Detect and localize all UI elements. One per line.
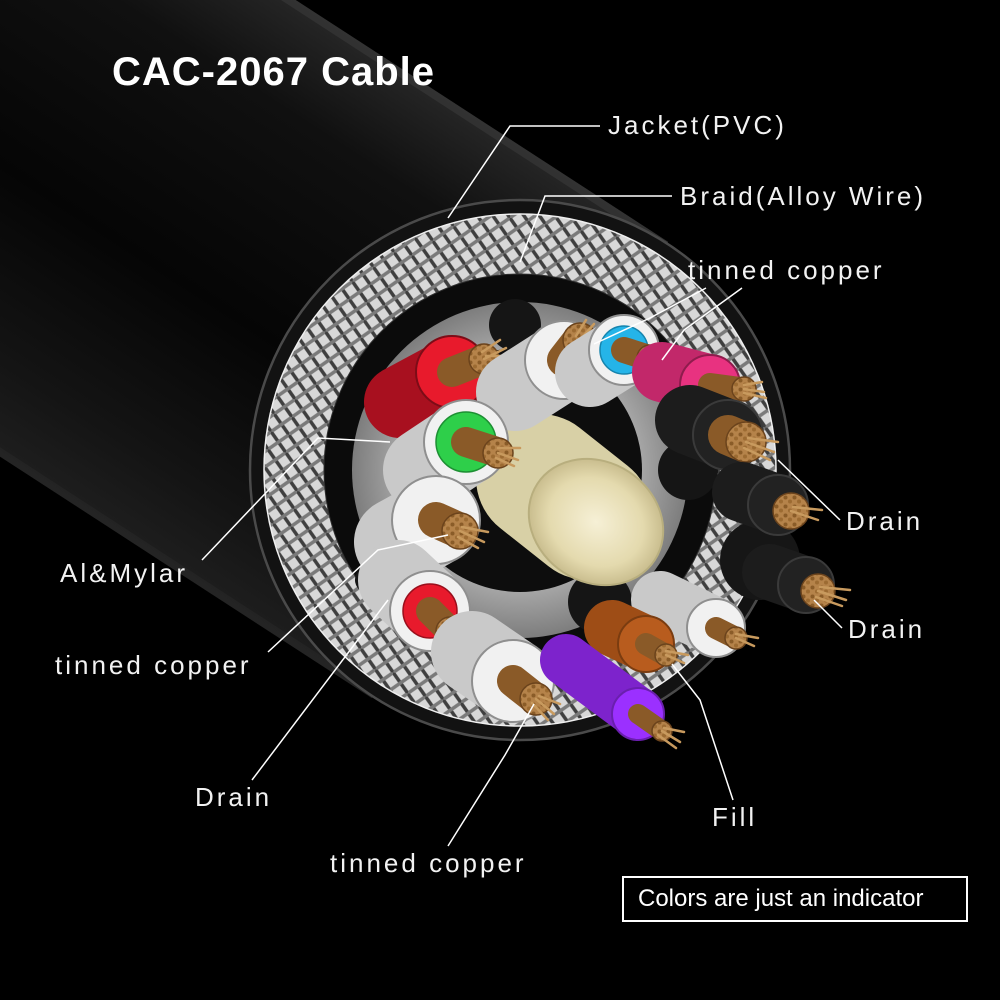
leader-drain-bottom-left	[251, 599, 389, 781]
wire-drain-right-mid	[712, 462, 824, 536]
wire-drain-right-bottom	[742, 544, 852, 614]
leader-tinned-left	[267, 534, 449, 653]
label-jacket: Jacket(PVC)	[608, 110, 787, 140]
label-fill: Fill	[712, 802, 758, 832]
colors-note-text: Colors are just an indicator	[638, 885, 924, 912]
wire-white-mid-left	[354, 475, 490, 586]
wire-cyan	[555, 314, 670, 407]
wire-white-right	[631, 571, 760, 658]
leader-drain-right-top	[777, 459, 841, 521]
leader-fill	[671, 663, 734, 801]
label-braid: Braid(Alloy Wire)	[680, 181, 927, 211]
wire-drain-right-top	[655, 385, 780, 471]
leader-jacket	[447, 125, 600, 219]
label-drain-bottom-left: Drain	[195, 782, 273, 812]
wire-purple	[540, 634, 686, 750]
label-drain-right-top: Drain	[846, 506, 924, 536]
page-title: CAC-2067 Cable	[112, 50, 436, 94]
wire-green	[383, 399, 522, 512]
label-drain-right-bottom: Drain	[848, 614, 926, 644]
wire-white-bottom	[431, 611, 562, 723]
label-tinned-copper-top: tinned copper	[688, 255, 885, 285]
leader-braid	[519, 195, 672, 263]
leader-tinned-top-a	[593, 287, 707, 345]
leader-tinned-top-b	[661, 287, 743, 361]
colors-note-box: Colors are just an indicator	[622, 876, 968, 922]
wire-orange	[584, 600, 690, 673]
fill-core	[476, 414, 665, 587]
label-tinned-copper-bottom: tinned copper	[330, 848, 527, 878]
leader-al-mylar	[201, 437, 391, 561]
leader-drain-right-bottom	[813, 599, 843, 629]
label-al-mylar: Al&Mylar	[60, 558, 189, 588]
leader-lines	[201, 125, 843, 847]
wire-red-top	[364, 335, 512, 438]
leader-tinned-bottom	[447, 703, 535, 847]
label-tinned-copper-left: tinned copper	[55, 650, 252, 680]
